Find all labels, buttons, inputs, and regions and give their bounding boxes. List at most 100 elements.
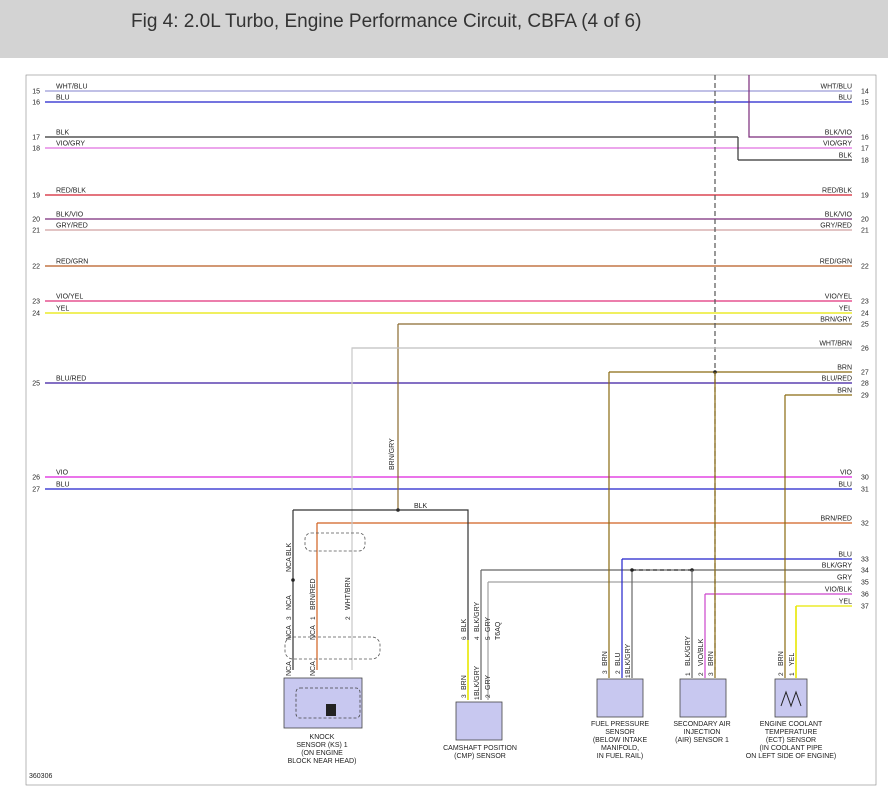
label-cmp_brn: BRN <box>461 675 468 690</box>
label-ks_blk: BLK <box>286 542 293 556</box>
label-ect_yel: YEL <box>789 653 796 666</box>
wire-right-label-w17: BLK/VIO <box>825 130 853 137</box>
caption-knock_sensor-2: (ON ENGINE <box>301 750 343 757</box>
label-fps_blkgry: BLK/GRY <box>625 643 632 674</box>
label-cmp_gry2: GRY <box>485 675 492 690</box>
label-ks_p1: 1 <box>310 616 317 620</box>
label-ks_nca_r: NCA <box>310 661 317 676</box>
figure-header: Fig 4: 2.0L Turbo, Engine Performance Ci… <box>0 0 888 58</box>
wire-left-label-w18: VIO/GRY <box>56 141 85 148</box>
wire-right-label-w27: BLU <box>838 482 852 489</box>
wire-right-label-w32r: BRN/RED <box>820 516 852 523</box>
wire-left-num-w26: 26 <box>32 475 40 482</box>
label-fps_brn: BRN <box>602 651 609 666</box>
caption-secondary_air-1: INJECTION <box>684 729 721 736</box>
wire-left-num-w15: 15 <box>32 89 40 96</box>
label-ks_nca_top: NCA <box>286 557 293 572</box>
wire-left-label-w24: YEL <box>56 306 69 313</box>
label-ks_nca3: NCA <box>286 595 293 610</box>
caption-ect_sensor-4: ON LEFT SIDE OF ENGINE) <box>746 753 837 760</box>
wire-left-num-w25: 25 <box>32 381 40 388</box>
thermistor-symbol <box>780 690 802 708</box>
caption-ect_sensor-3: (IN COOLANT PIPE <box>760 745 823 752</box>
knock-sensor-inner <box>295 687 361 719</box>
wire-right-num-w19: 19 <box>861 193 869 200</box>
wire-right-label-w18r: BLK <box>839 153 853 160</box>
label-air_p2: 2 <box>698 672 705 676</box>
wire-left-label-w22: RED/GRN <box>56 259 88 266</box>
label-cmp_p5: 5 <box>485 636 492 640</box>
vertical-wire-layer <box>283 75 852 741</box>
label-ks_brnred: BRN/RED <box>310 578 317 610</box>
wire-left-label-w20: BLK/VIO <box>56 212 84 219</box>
splice-dot-ks <box>291 578 295 582</box>
wire-right-num-w24: 24 <box>861 311 869 318</box>
wire-right-label-w37r: YEL <box>839 599 852 606</box>
wire-right-num-w33r: 33 <box>861 557 869 564</box>
caption-knock_sensor-3: BLOCK NEAR HEAD) <box>288 758 357 765</box>
label-ks_p3: 3 <box>286 616 293 620</box>
fps-box <box>596 678 644 718</box>
label-cmp_blkgry2: BLK/GRY <box>474 665 481 696</box>
wire-right-label-w24: YEL <box>839 306 852 313</box>
label-air_blkgry: BLK/GRY <box>685 635 692 666</box>
wire-right-num-w26: 30 <box>861 475 869 482</box>
wire-wht-brn-vert <box>351 347 852 670</box>
label-cmp_blkgry: BLK/GRY <box>474 601 481 632</box>
wire-right-num-w35r: 35 <box>861 580 869 587</box>
wire-blk-vio-riser <box>748 75 852 138</box>
label-cmp_p2: 2 <box>485 694 492 698</box>
ks-connector-upper <box>304 532 366 552</box>
wire-left-num-w24: 24 <box>32 311 40 318</box>
label-cmp_blk: BLK <box>461 618 468 632</box>
wire-right-num-w23: 23 <box>861 299 869 306</box>
caption-secondary_air-2: (AIR) SENSOR 1 <box>675 737 729 744</box>
wire-right-num-w29r: 29 <box>861 393 869 400</box>
caption-fuel_pressure-2: (BELOW INTAKE <box>593 737 648 744</box>
caption-fuel_pressure-4: IN FUEL RAIL) <box>597 753 643 760</box>
wire-left-label-w15: WHT/BLU <box>56 84 88 91</box>
wire-right-label-w25: BLU/RED <box>822 376 852 383</box>
label-air_p3: 3 <box>708 672 715 676</box>
wire-right-label-w27r: BRN <box>837 365 852 372</box>
wire-left-num-w16: 16 <box>32 100 40 107</box>
wire-left-num-w18: 18 <box>32 146 40 153</box>
wire-left-label-w21: GRY/RED <box>56 223 88 230</box>
wire-left-label-w26: VIO <box>56 470 69 477</box>
wire-right-num-w26r: 26 <box>861 346 869 353</box>
wire-right-num-w25: 28 <box>861 381 869 388</box>
knock-sensor-element <box>326 704 336 716</box>
wire-right-label-w33r: BLU <box>838 552 852 559</box>
label-cmp_gry: GRY <box>485 617 492 632</box>
wire-right-label-w18: VIO/GRY <box>823 141 852 148</box>
ks-connector-lower <box>284 636 381 660</box>
caption-secondary_air-0: SECONDARY AIR <box>673 721 730 728</box>
figure-id-label: 360306 <box>29 773 52 780</box>
label-ect_p2: 2 <box>778 672 785 676</box>
wire-left-num-w19: 19 <box>32 193 40 200</box>
label-cmp_p6: 6 <box>461 636 468 640</box>
splice-dot-fps <box>630 568 634 572</box>
label-air_vioblk: VIO/BLK <box>698 638 705 666</box>
wire-right-label-w35r: GRY <box>837 575 852 582</box>
caption-ect_sensor-1: TEMPERATURE <box>765 729 818 736</box>
wire-left-num-w20: 20 <box>32 217 40 224</box>
wire-right-num-w17: 16 <box>861 135 869 142</box>
label-air_p1: 1 <box>685 672 692 676</box>
wire-left-num-w23: 23 <box>32 299 40 306</box>
wire-left-label-w23: VIO/YEL <box>56 294 83 301</box>
label-ks_nca_l: NCA <box>286 661 293 676</box>
wire-left-label-w16: BLU <box>56 95 70 102</box>
wire-right-num-w36r: 36 <box>861 592 869 599</box>
label-ect_brn: BRN <box>778 651 785 666</box>
wire-left-label-w25: BLU/RED <box>56 376 86 383</box>
label-layer: 15WHT/BLU14WHT/BLU16BLU15BLU17BLK16BLK/V… <box>29 84 869 781</box>
ect-sensor-box <box>774 678 808 718</box>
wire-right-num-w15: 14 <box>861 89 869 96</box>
wire-right-label-w26: VIO <box>840 470 853 477</box>
wire-right-label-w22: RED/GRN <box>820 259 852 266</box>
wire-left-num-w22: 22 <box>32 264 40 271</box>
wire-right-label-w34r: BLK/GRY <box>822 563 853 570</box>
wiring-diagram: 15WHT/BLU14WHT/BLU16BLU15BLU17BLK16BLK/V… <box>25 74 877 786</box>
wire-left-label-w27: BLU <box>56 482 70 489</box>
